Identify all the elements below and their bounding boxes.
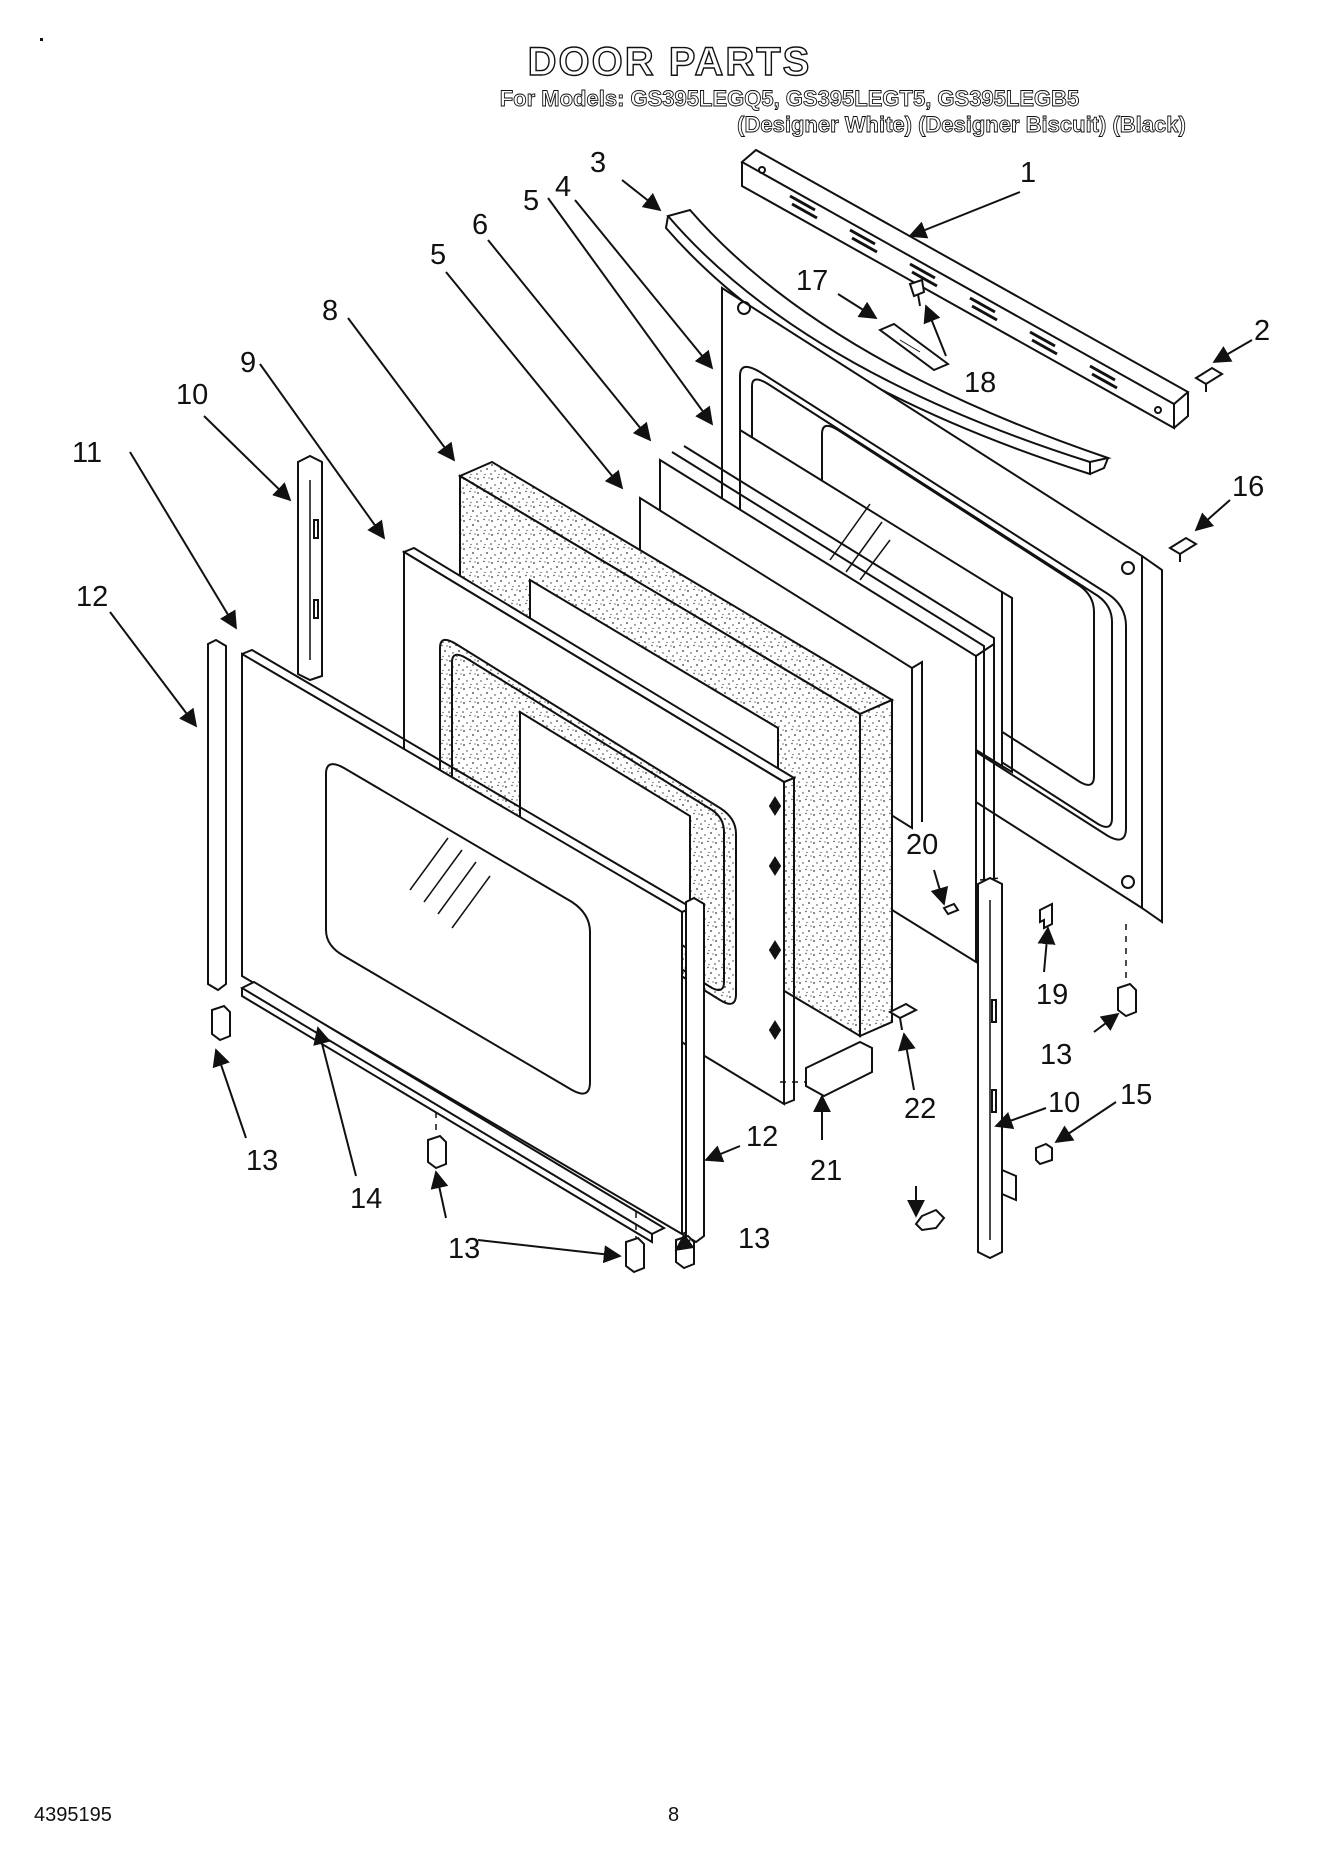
- callout-9: 9: [240, 347, 256, 379]
- callout-4: 4: [555, 171, 571, 203]
- callout-13-d: 13: [1040, 1039, 1072, 1071]
- callout-13-c: 13: [738, 1223, 770, 1255]
- page-title: DOOR PARTS: [527, 39, 812, 84]
- callout-12-right: 12: [746, 1121, 778, 1153]
- callout-5a: 5: [523, 185, 539, 217]
- label-17-part: [878, 322, 950, 372]
- callout-15: 15: [1120, 1079, 1152, 1111]
- screw-16-part: [1168, 536, 1198, 562]
- callout-18: 18: [964, 367, 996, 399]
- hinge-left-part: [297, 454, 323, 682]
- bottom-trim-part: [239, 980, 667, 1244]
- colors-line: (Designer White) (Designer Biscuit) (Bla…: [737, 112, 1187, 138]
- leader-arrows: [109, 179, 1253, 1264]
- document-number: 4395195: [34, 1804, 112, 1826]
- hinge-right-part: [977, 876, 1017, 1260]
- callout-17: 17: [796, 265, 828, 297]
- models-line: For Models: GS395LEGQ5, GS395LEGT5, GS39…: [499, 86, 1080, 112]
- callout-20: 20: [906, 829, 938, 861]
- screw-2-part: [1194, 366, 1224, 392]
- callout-8: 8: [322, 295, 338, 327]
- screw-18-part: [908, 278, 926, 307]
- side-trim-right-part: [685, 896, 705, 1244]
- callout-13-a: 13: [246, 1145, 278, 1177]
- callout-16: 16: [1232, 471, 1264, 503]
- clip-15-part: [1035, 1142, 1053, 1166]
- callout-1: 1: [1020, 157, 1036, 189]
- screw-22-part: [887, 1002, 919, 1031]
- callout-14: 14: [350, 1183, 382, 1215]
- assembly-lines: [435, 877, 1127, 1238]
- corner-mark: [40, 38, 43, 41]
- callout-10-right: 10: [1048, 1087, 1080, 1119]
- callout-2: 2: [1254, 315, 1270, 347]
- callout-3: 3: [590, 147, 606, 179]
- callout-11: 11: [72, 437, 102, 469]
- pin-20-part: [942, 902, 960, 916]
- callout-19: 19: [1036, 979, 1068, 1011]
- page-number: 8: [668, 1804, 680, 1826]
- callout-13-b: 13: [448, 1233, 480, 1265]
- side-trim-left-part: [207, 638, 227, 992]
- vent-trim-part: [740, 148, 1190, 430]
- clip-19-part: [1039, 902, 1053, 930]
- bracket-21-part: [805, 1040, 873, 1098]
- callout-6: 6: [472, 209, 488, 241]
- callout-21: 21: [810, 1155, 842, 1187]
- callout-12-left: 12: [76, 581, 108, 613]
- callout-5b: 5: [430, 239, 446, 271]
- callout-10-left: 10: [176, 379, 208, 411]
- callout-22: 22: [904, 1093, 936, 1125]
- callout-labels: 1 2 3 4 5 5 6 8 9 10 10 11 12 12 13 13 1…: [72, 147, 1270, 1265]
